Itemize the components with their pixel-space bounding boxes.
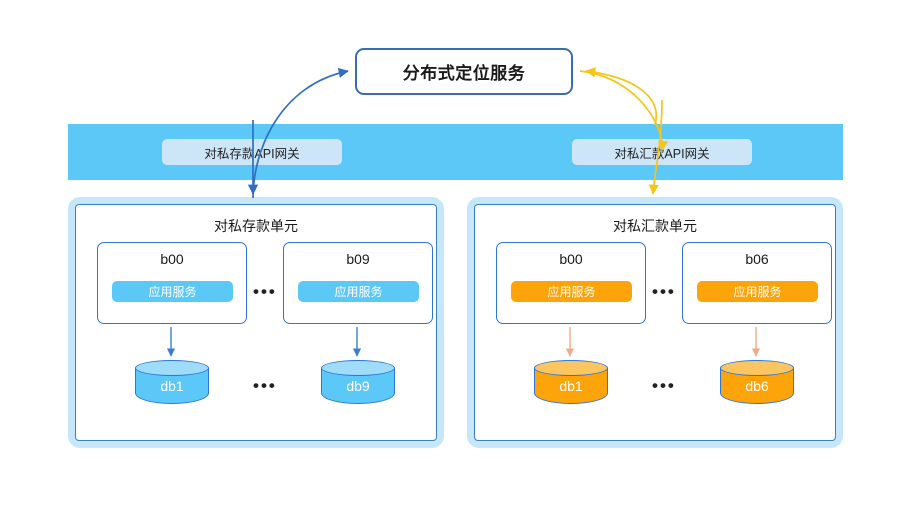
cylinder-top	[135, 360, 209, 376]
node-name: b00	[559, 251, 583, 267]
node-name: b09	[346, 251, 370, 267]
unit-panel-deposit: 对私存款单元 b00 应用服务 ••• b09 应用服务 db1 •••	[68, 197, 444, 448]
database-ellipsis-right: •••	[652, 376, 676, 395]
node-ellipsis-left: •••	[253, 282, 277, 301]
service-pill[interactable]: 应用服务	[511, 281, 632, 302]
gateway-deposit-label: 对私存款API网关	[204, 146, 300, 161]
unit-panel-remittance: 对私汇款单元 b00 应用服务 ••• b06 应用服务 db1 •••	[467, 197, 843, 448]
node-name: b00	[160, 251, 184, 267]
cylinder-top	[720, 360, 794, 376]
gateway-deposit[interactable]: 对私存款API网关	[162, 139, 342, 165]
node-box-b06-right[interactable]: b06 应用服务	[682, 242, 832, 324]
cylinder-top	[534, 360, 608, 376]
gateway-remittance[interactable]: 对私汇款API网关	[572, 139, 752, 165]
unit-title-deposit: 对私存款单元	[214, 218, 298, 234]
database-label: db1	[160, 378, 184, 394]
database-db1-left[interactable]: db1	[135, 360, 209, 404]
database-label: db1	[559, 378, 583, 394]
service-label: 应用服务	[733, 285, 782, 299]
service-pill[interactable]: 应用服务	[697, 281, 818, 302]
service-label: 应用服务	[547, 285, 596, 299]
gateway-remittance-label: 对私汇款API网关	[614, 146, 710, 161]
database-ellipsis-left: •••	[253, 376, 277, 395]
service-label: 应用服务	[334, 285, 383, 299]
node-name: b06	[745, 251, 769, 267]
service-pill[interactable]: 应用服务	[298, 281, 419, 302]
unit-inner-remittance: 对私汇款单元 b00 应用服务 ••• b06 应用服务 db1 •••	[474, 204, 836, 441]
database-db1-right[interactable]: db1	[534, 360, 608, 404]
title-box-label: 分布式定位服务	[402, 64, 526, 83]
unit-inner-deposit: 对私存款单元 b00 应用服务 ••• b09 应用服务 db1 •••	[75, 204, 437, 441]
database-db9-left[interactable]: db9	[321, 360, 395, 404]
database-db6-right[interactable]: db6	[720, 360, 794, 404]
node-ellipsis-right: •••	[652, 282, 676, 301]
node-box-b00-right[interactable]: b00 应用服务	[496, 242, 646, 324]
title-box-locator-service[interactable]: 分布式定位服务	[355, 48, 573, 95]
arrow-remittance-gateway-to-locator	[585, 67, 658, 126]
node-box-b00-left[interactable]: b00 应用服务	[97, 242, 247, 324]
database-label: db9	[346, 378, 370, 394]
service-pill[interactable]: 应用服务	[112, 281, 233, 302]
database-label: db6	[745, 378, 769, 394]
service-label: 应用服务	[148, 285, 197, 299]
cylinder-top	[321, 360, 395, 376]
unit-title-remittance: 对私汇款单元	[613, 218, 697, 234]
node-box-b09-left[interactable]: b09 应用服务	[283, 242, 433, 324]
